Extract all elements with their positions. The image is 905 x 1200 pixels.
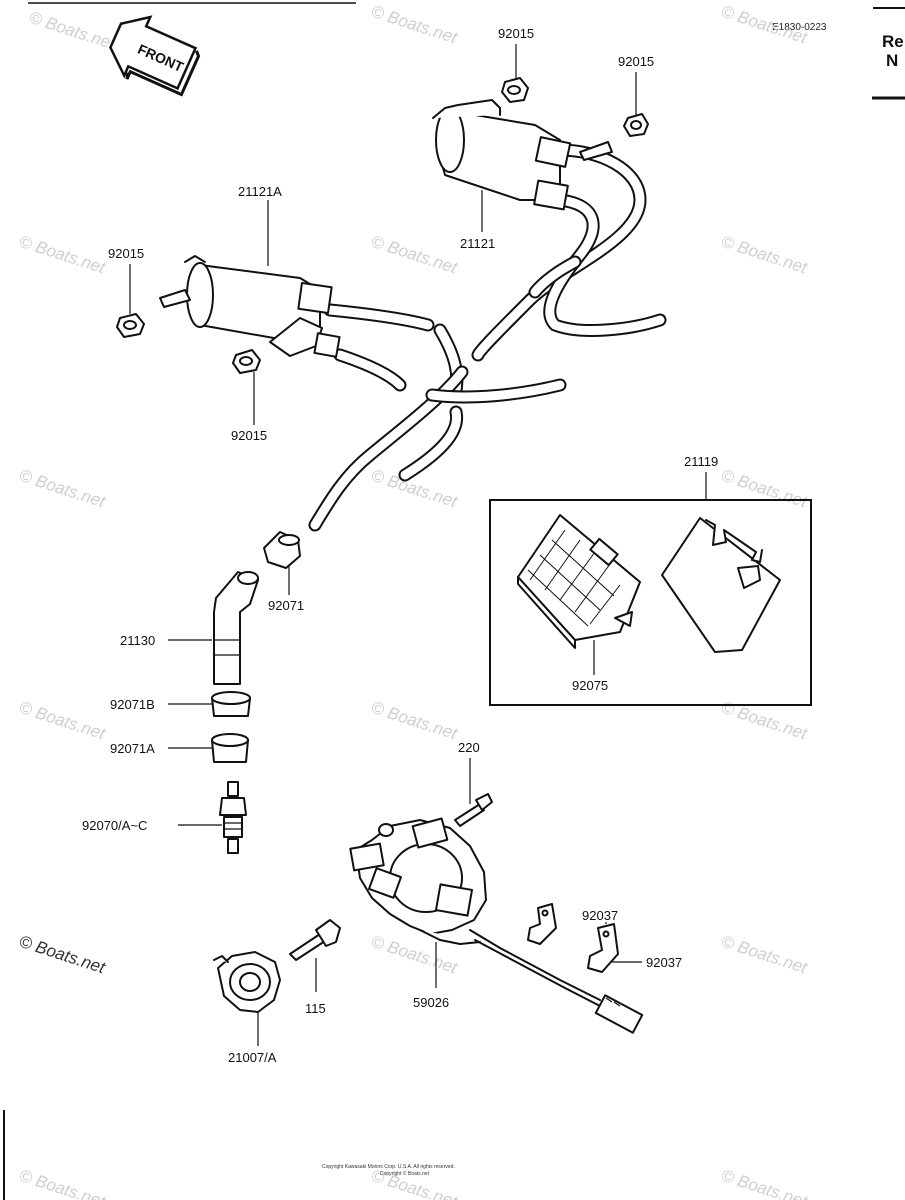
watermark: © Boats.net (719, 1166, 811, 1200)
watermark: © Boats.net (369, 698, 461, 744)
watermark: © Boats.net (17, 932, 109, 978)
callout-92037: 92037 (582, 908, 618, 923)
ignition-coil-21121 (432, 99, 613, 211)
callout-21121: 21121 (460, 236, 495, 251)
ref-note-line2: N (886, 51, 898, 70)
screw-220 (454, 793, 493, 827)
callout-92071: 92071 (268, 598, 304, 613)
callout-21119: 21119 (684, 454, 718, 469)
nut-92015-a (501, 77, 529, 103)
copyright-line-2: Copyright © Boats.net (380, 1170, 430, 1177)
callout-92015: 92015 (231, 428, 267, 443)
nut-92015-d (232, 349, 261, 374)
watermark: © Boats.net (369, 2, 461, 48)
ignition-leads (308, 143, 667, 532)
front-arrow-icon: FRONT (109, 15, 201, 97)
clamp-92037-a (527, 903, 557, 945)
diagram-code: E1830-0223 (772, 22, 827, 33)
clamp-92037-b (587, 923, 619, 973)
copyright-line-1: Copyright Kawasaki Motors Corp. U.S.A. A… (322, 1164, 455, 1170)
callout-92075: 92075 (572, 678, 608, 693)
callout-220: 220 (458, 740, 480, 755)
callout-21121a: 21121A (238, 184, 282, 199)
nut-92015-c (116, 313, 145, 338)
igniter-plate-21119 (661, 517, 781, 653)
watermark: © Boats.net (17, 232, 109, 278)
watermark: © Boats.net (369, 232, 461, 278)
watermark: © Boats.net (719, 932, 811, 978)
igniter-box-frame (489, 499, 812, 706)
bolt-115 (289, 919, 341, 961)
callout-92071b: 92071B (110, 697, 155, 712)
watermark: © Boats.net (719, 232, 811, 278)
ignition-coil-21121a (159, 255, 341, 358)
stator-59026 (349, 817, 644, 1034)
callout-59026: 59026 (413, 995, 449, 1010)
callout-115: 115 (305, 1001, 326, 1016)
callout-92015: 92015 (108, 246, 144, 261)
callout-21130: 21130 (120, 633, 155, 648)
watermark: © Boats.net (17, 698, 109, 744)
spark-plug-92070 (219, 781, 247, 854)
watermark: © Boats.net (719, 2, 811, 48)
callout-21007a: 21007/A (228, 1050, 277, 1065)
callout-92071a: 92071A (110, 741, 155, 756)
nut-92015-b (623, 113, 649, 137)
seal-92071b (211, 691, 251, 717)
watermark: © Boats.net (719, 466, 811, 512)
callout-92037: 92037 (646, 955, 682, 970)
reference-note: Re N (872, 7, 905, 100)
callout-labels: 92015 92015 21121 21121A 92015 92015 211… (82, 26, 718, 1065)
callout-92015: 92015 (618, 54, 654, 69)
seal-92071 (263, 531, 301, 569)
watermark: © Boats.net (17, 1166, 109, 1200)
watermark: © Boats.net (17, 466, 109, 512)
plug-cap-21130 (213, 571, 259, 685)
callout-92015: 92015 (498, 26, 534, 41)
seal-92071a (211, 733, 249, 763)
watermark: © Boats.net (27, 8, 119, 54)
rotor-21007 (213, 951, 281, 1013)
igniter-92075 (517, 514, 641, 649)
callout-92070: 92070/A~C (82, 818, 147, 833)
ref-note-line1: Re (882, 32, 904, 51)
leader-lines (129, 44, 707, 1046)
